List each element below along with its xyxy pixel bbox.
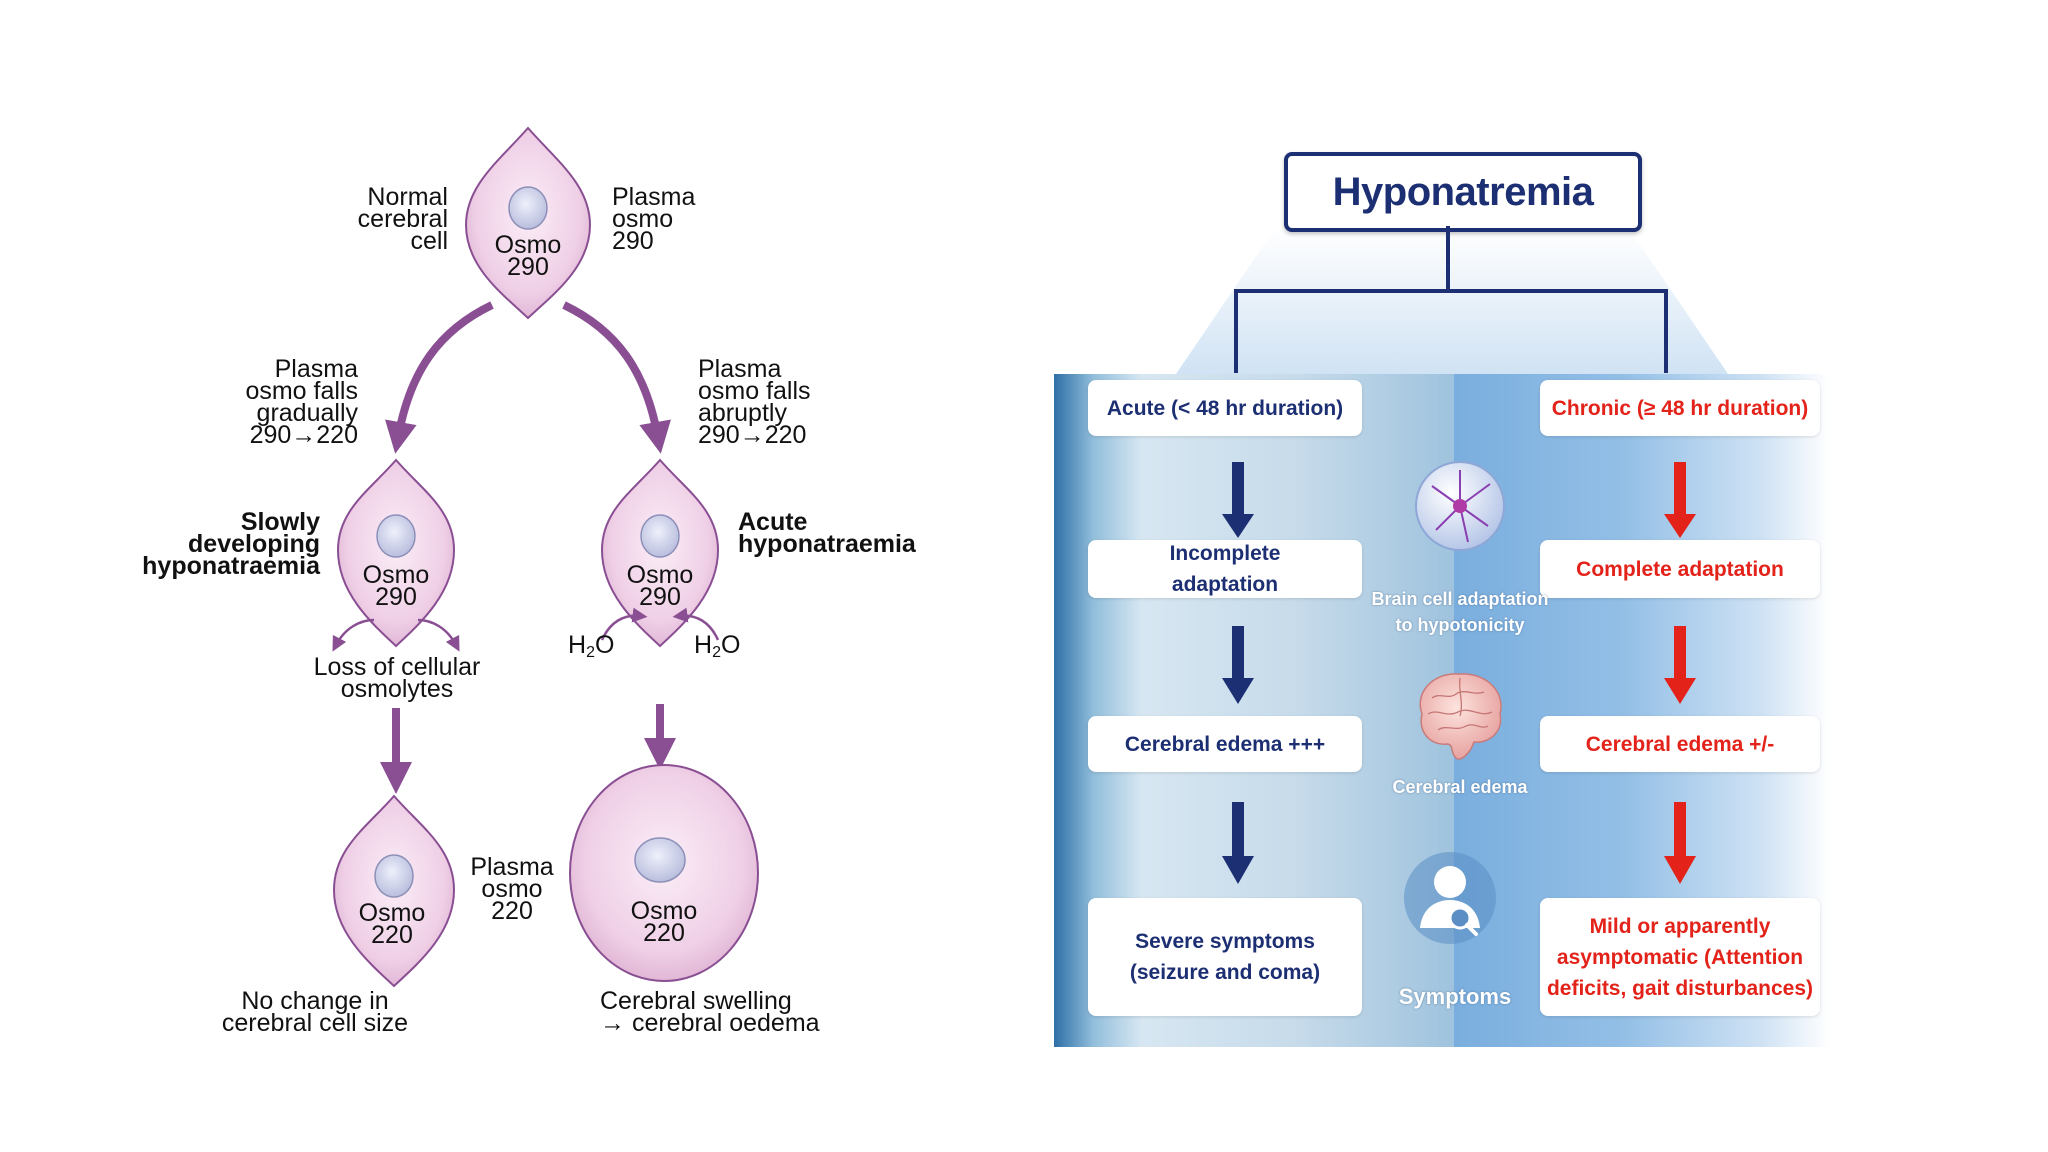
neuron-icon bbox=[1415, 461, 1505, 551]
cell-top-osmo: Osmo 290 bbox=[494, 231, 562, 281]
h2o-right: H2O bbox=[694, 631, 741, 662]
cell-bottom-right-osmo: Osmo 220 bbox=[630, 897, 698, 947]
acute-cell-290 bbox=[600, 458, 720, 648]
severe-symptoms-box: Severe symptoms (seizure and coma) bbox=[1088, 898, 1362, 1016]
h2o-left: H2O bbox=[568, 631, 615, 662]
chronic-header-box: Chronic (≥ 48 hr duration) bbox=[1540, 380, 1820, 436]
water-in-arrow-left bbox=[600, 607, 648, 641]
slow-cell-290 bbox=[336, 458, 456, 648]
header-fan-background bbox=[1176, 228, 1728, 374]
abrupt-fall-arrow bbox=[562, 301, 671, 454]
acute-hyponatraemia-label: Acute hyponatraemia bbox=[738, 508, 916, 558]
cell-mid-right-osmo: Osmo 290 bbox=[626, 561, 694, 611]
brain-cell-adaptation-label: Brain cell adaptation to hypotonicity bbox=[1371, 589, 1549, 635]
symptoms-center-label: Symptoms bbox=[1398, 984, 1512, 1009]
slow-hyponatraemia-label: Slowly developing hyponatraemia bbox=[142, 508, 320, 580]
no-change-label: No change in cerebral cell size bbox=[221, 987, 409, 1037]
cell-mid-left-osmo: Osmo 290 bbox=[362, 561, 430, 611]
osmolyte-out-arrow-right bbox=[417, 618, 460, 652]
acute-header-box: Acute (< 48 hr duration) bbox=[1088, 380, 1362, 436]
connector-right-drop bbox=[1664, 289, 1668, 373]
plasma-osmo-290-label: Plasma osmo 290 bbox=[612, 183, 696, 255]
mild-symptoms-box: Mild or apparently asymptomatic (Attenti… bbox=[1540, 898, 1820, 1016]
adapted-cell-220 bbox=[332, 794, 456, 988]
brain-icon bbox=[1419, 673, 1502, 760]
cerebral-swelling-label: Cerebral swelling → cerebral oedema bbox=[600, 987, 820, 1037]
cell-bottom-left-osmo: Osmo 220 bbox=[358, 899, 426, 949]
connector-left-drop bbox=[1234, 289, 1238, 373]
complete-adaptation-box: Complete adaptation bbox=[1540, 540, 1820, 598]
normal-cerebral-cell-label: Normal cerebral cell bbox=[357, 183, 448, 255]
water-in-arrow-right bbox=[672, 607, 720, 641]
plasma-osmo-220-label: Plasma osmo 220 bbox=[470, 853, 554, 925]
cerebral-edema-chronic-box: Cerebral edema +/- bbox=[1540, 716, 1820, 772]
person-search-icon bbox=[1404, 852, 1496, 944]
cerebral-edema-acute-box: Cerebral edema +++ bbox=[1088, 716, 1362, 772]
normal-cerebral-cell bbox=[464, 126, 592, 320]
loss-osmolytes-label: Loss of cellular osmolytes bbox=[313, 653, 481, 703]
connector-vertical bbox=[1446, 226, 1450, 292]
gradual-fall-label: Plasma osmo falls gradually 290→220 bbox=[245, 355, 358, 449]
swollen-cell-220 bbox=[569, 764, 759, 982]
hyponatremia-title-box: Hyponatremia bbox=[1284, 152, 1642, 232]
connector-horizontal bbox=[1234, 289, 1668, 293]
cerebral-edema-center-label: Cerebral edema bbox=[1392, 777, 1528, 797]
osmolyte-out-arrow-left bbox=[332, 618, 375, 652]
abrupt-fall-label: Plasma osmo falls abruptly 290→220 bbox=[698, 355, 811, 449]
gradual-fall-arrow bbox=[385, 301, 494, 454]
incomplete-adaptation-box: Incomplete adaptation bbox=[1088, 540, 1362, 598]
